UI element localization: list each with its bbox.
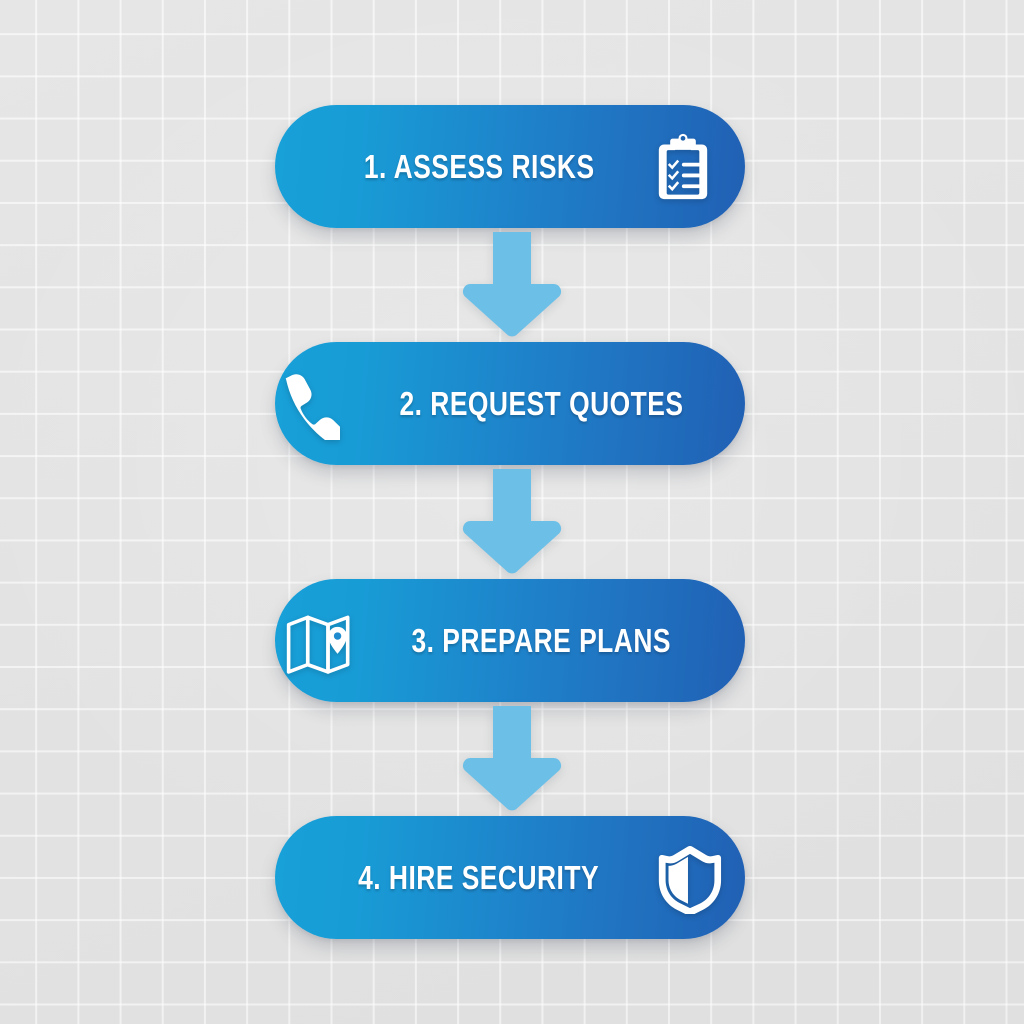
folded-map-pin-icon xyxy=(283,605,355,677)
phone-handset-icon xyxy=(268,368,340,440)
flow-step-2-label: 2. REQUEST QUOTES xyxy=(399,385,683,422)
flow-step-4[interactable]: 4. HIRE SECURITY xyxy=(275,816,745,939)
flow-step-3-label: 3. PREPARE PLANS xyxy=(411,622,671,659)
flow-step-1-label: 1. ASSESS RISKS xyxy=(363,148,595,185)
arrow-down-icon-1 xyxy=(455,232,569,338)
arrow-down-icon-3 xyxy=(455,706,569,812)
flow-step-4-label: 4. HIRE SECURITY xyxy=(358,859,600,896)
flow-step-1[interactable]: 1. ASSESS RISKS xyxy=(275,105,745,228)
clipboard-checklist-icon xyxy=(647,131,719,203)
arrow-down-icon-2 xyxy=(455,469,569,575)
flow-step-2[interactable]: 2. REQUEST QUOTES xyxy=(275,342,745,465)
flow-step-3[interactable]: 3. PREPARE PLANS xyxy=(275,579,745,702)
shield-icon xyxy=(654,842,726,914)
